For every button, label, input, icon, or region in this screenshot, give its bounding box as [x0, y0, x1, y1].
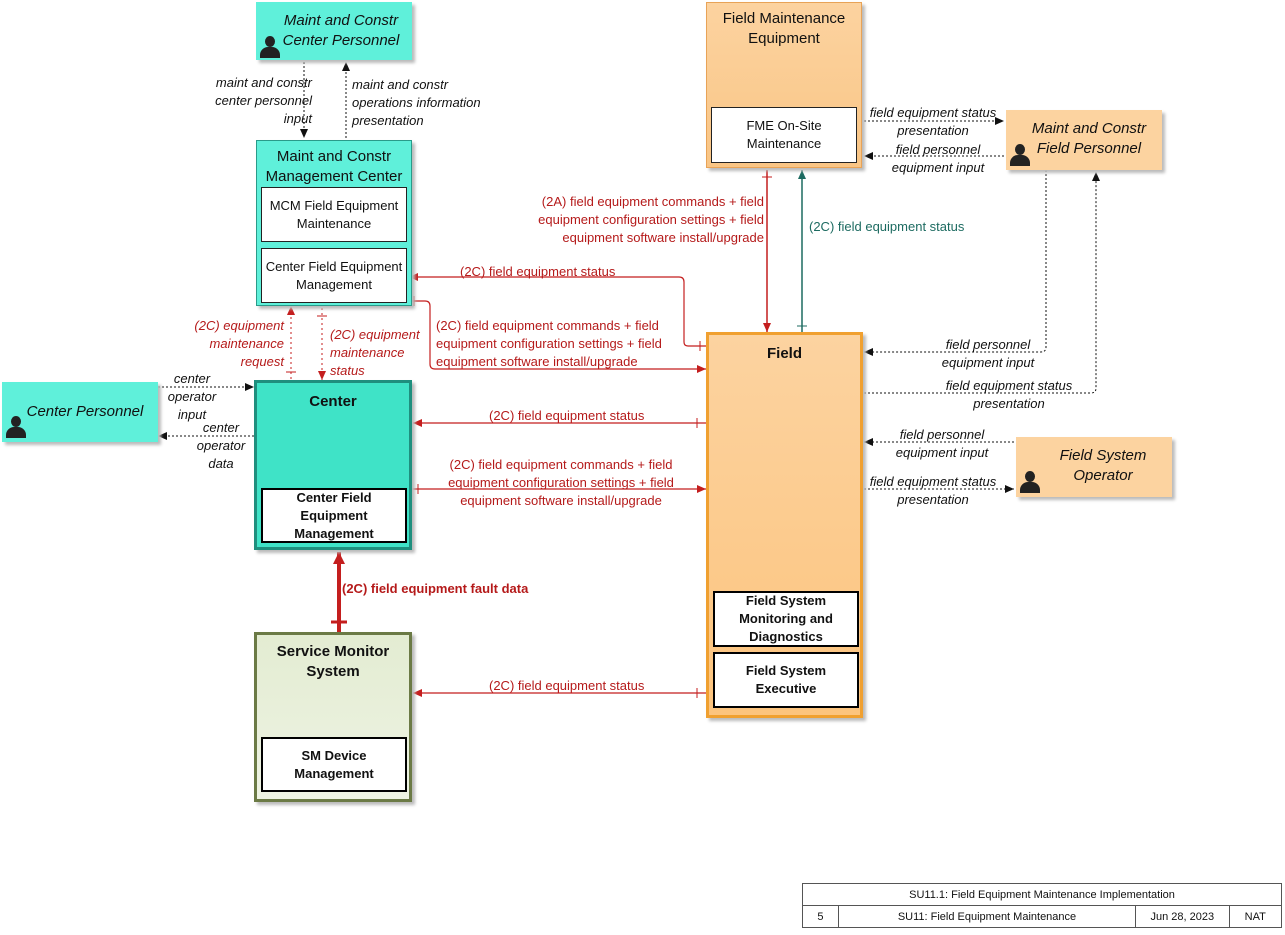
object-center[interactable]: Center Center Field Equipment Management: [254, 380, 412, 550]
arrow-field-to-mcm-status: [409, 273, 706, 347]
label-fault-data: (2C) field equipment fault data: [342, 581, 529, 596]
person-icon: [1020, 471, 1040, 493]
arrow-fp-input-field: [864, 170, 1047, 356]
label-center-op-input: center operator input: [167, 371, 217, 422]
label-field-to-sms-status: (2C) field equipment status: [489, 678, 645, 693]
label-mc-input: maint and constr center personnel input: [215, 75, 312, 126]
label-fp-input-field: field personnel equipment input: [941, 337, 1035, 370]
label-fso-input: field personnel equipment input: [895, 427, 989, 460]
label-maint-request: (2C) equipment maintenance request: [194, 318, 284, 369]
object-field-maintenance-equipment[interactable]: Field Maintenance Equipment FME On-Site …: [706, 2, 862, 168]
actor-field-system-operator[interactable]: Field System Operator: [1016, 437, 1172, 497]
person-icon: [6, 416, 26, 438]
object-sms-title: Service Monitor System: [276, 643, 390, 680]
title-block-date: Jun 28, 2023: [1135, 905, 1230, 928]
object-mcm-center-title: Maint and Constr Management Center: [265, 148, 403, 185]
person-icon: [1010, 144, 1030, 166]
actor-mc-center-personnel-label: Maint and Constr Center Personnel: [282, 12, 400, 49]
center-field-equipment-management[interactable]: Center Field Equipment Management: [261, 488, 407, 543]
actor-center-personnel[interactable]: Center Personnel: [2, 382, 158, 442]
label-center-op-data: center operator data: [196, 420, 246, 471]
label-field-to-center-status: (2C) field equipment status: [489, 408, 645, 423]
object-fme-title: Field Maintenance Equipment: [722, 10, 846, 47]
fme-on-site-maintenance[interactable]: FME On-Site Maintenance: [711, 107, 857, 163]
mcm-field-equipment-maintenance[interactable]: MCM Field Equipment Maintenance: [261, 187, 407, 242]
actor-mc-field-personnel-label: Maint and Constr Field Personnel: [1031, 120, 1147, 157]
actor-center-personnel-label: Center Personnel: [26, 403, 144, 420]
field-system-monitoring-and-diagnostics[interactable]: Field System Monitoring and Diagnostics: [713, 591, 859, 647]
label-field-to-fme: (2C) field equipment status: [809, 219, 965, 234]
object-center-title: Center: [309, 393, 357, 410]
actor-mc-center-personnel[interactable]: Maint and Constr Center Personnel: [256, 2, 412, 60]
sm-device-management[interactable]: SM Device Management: [261, 737, 407, 792]
object-field-title: Field: [766, 345, 802, 362]
label-maint-status: (2C) equipment maintenance status: [330, 327, 420, 378]
object-field[interactable]: Field Field System Monitoring and Diagno…: [706, 332, 863, 718]
title-block-title: SU11.1: Field Equipment Maintenance Impl…: [802, 883, 1282, 906]
actor-mc-field-personnel[interactable]: Maint and Constr Field Personnel: [1006, 110, 1162, 170]
title-block-org: NAT: [1228, 905, 1283, 928]
object-service-monitor-system[interactable]: Service Monitor System SM Device Managem…: [254, 632, 412, 802]
label-fso-status: field equipment status presentation: [869, 474, 997, 507]
actor-field-system-operator-label: Field System Operator: [1059, 447, 1147, 484]
title-block: SU11.1: Field Equipment Maintenance Impl…: [802, 883, 1283, 928]
title-block-package: SU11: Field Equipment Maintenance: [837, 905, 1137, 928]
arrow-mcm-to-field: [408, 300, 706, 373]
label-center-to-field: (2C) field equipment commands + field eq…: [448, 457, 674, 508]
field-system-executive[interactable]: Field System Executive: [713, 652, 859, 708]
person-icon: [260, 36, 280, 58]
label-fme-personnel-input: field personnel equipment input: [891, 142, 985, 175]
object-mcm-center[interactable]: Maint and Constr Management Center MCM F…: [256, 140, 412, 306]
label-mc-presentation: maint and constr operations information …: [352, 77, 481, 128]
title-block-page: 5: [802, 905, 839, 928]
label-field-to-mcm-status: (2C) field equipment status: [460, 264, 616, 279]
mcm-center-field-equipment-management[interactable]: Center Field Equipment Management: [261, 248, 407, 303]
label-fme-to-field: (2A) field equipment commands + field eq…: [538, 194, 764, 245]
label-fme-status-pres: field equipment status presentation: [869, 105, 997, 138]
label-fp-status-field: field equipment status presentation: [945, 378, 1073, 411]
label-mcm-to-field: (2C) field equipment commands + field eq…: [436, 318, 662, 369]
